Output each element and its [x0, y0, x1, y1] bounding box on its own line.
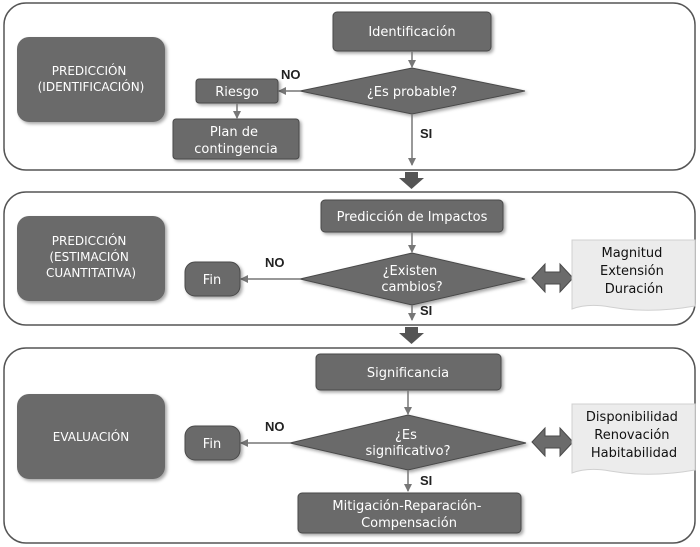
- decision-es-probable-text: ¿Es probable?: [367, 85, 457, 100]
- note-disponibilidad-text: Disponibilidad Renovación Habitabilidad: [586, 410, 682, 461]
- significancia-text: Significancia: [367, 366, 449, 381]
- decision-existen-cambios: [299, 252, 526, 306]
- fin-box-2: [184, 425, 241, 461]
- no-label-3: NO: [265, 419, 285, 434]
- si-label-1: SI: [420, 126, 432, 141]
- fin-text-1: Fin: [203, 273, 221, 288]
- no-label-2: NO: [265, 255, 285, 270]
- riesgo-text: Riesgo: [215, 85, 259, 100]
- no-label-1: NO: [281, 67, 301, 82]
- phase-label-box-prediccion-identificacion: [17, 37, 165, 122]
- phase-label-box-evaluacion: [17, 394, 165, 479]
- decision-es-probable: [299, 67, 526, 115]
- decision-es-significativo-text: ¿Es significativo?: [365, 428, 450, 459]
- note-magnitud-text: Magnitud Extensión Duración: [600, 246, 668, 297]
- note-disponibilidad-renovacion-habitabilidad: [571, 403, 696, 475]
- note-magnitud-extension-duracion: [571, 239, 696, 311]
- identificacion-text: Identificación: [368, 25, 455, 40]
- decision-existen-cambios-text: ¿Existen cambios?: [381, 264, 442, 295]
- phase-label-prediccion-identificacion: PREDICCIÓN (IDENTIFICACIÓN): [38, 63, 145, 94]
- plan-contingencia-box: [172, 118, 300, 160]
- prediccion-impactos-text: Predicción de Impactos: [337, 210, 488, 225]
- section-connector-arrow-2: [399, 327, 424, 344]
- fin-text-2: Fin: [203, 437, 221, 452]
- phase-label-estimacion: PREDICCIÓN (ESTIMACIÓN CUANTITATIVA): [46, 233, 136, 280]
- mitigacion-text: Mitigación-Reparación- Compensación: [332, 499, 485, 531]
- phase-label-box-estimacion: [17, 216, 165, 301]
- si-label-2: SI: [420, 303, 432, 318]
- plan-contingencia-text: Plan de contingencia: [194, 125, 278, 157]
- fin-box-1: [184, 261, 241, 297]
- si-label-3: SI: [420, 473, 432, 488]
- phase-label-evaluacion: EVALUACIÓN: [53, 429, 129, 444]
- decision-es-significativo: [289, 414, 527, 471]
- section-connector-arrow-1: [399, 172, 424, 189]
- mitigacion-box: [297, 492, 522, 534]
